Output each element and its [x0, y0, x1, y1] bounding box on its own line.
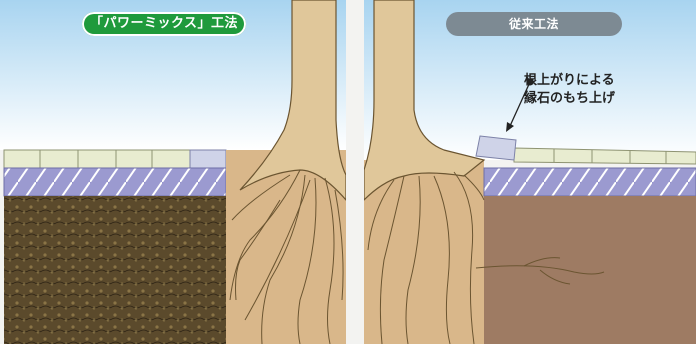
tree-trunk [239, 0, 346, 201]
base-course [483, 167, 696, 197]
roots [229, 169, 344, 344]
conventional-method-panel: 従来工法 根上がりによる 縁石のもち上げ [364, 0, 696, 344]
lifted-curb-stone [475, 135, 517, 161]
conventional-method-label: 従来工法 [446, 12, 622, 36]
root-uplift-callout: 根上がりによる 縁石のもち上げ [524, 72, 664, 108]
base-course [3, 167, 227, 197]
powermix-method-panel: 「パワーミックス」工法 [0, 0, 346, 344]
callout-arrow [506, 78, 534, 132]
callout-line-1: 根上がりによる [524, 73, 615, 88]
powermix-method-label: 「パワーミックス」工法 [82, 12, 246, 36]
panel-divider [346, 0, 364, 344]
plain-soil [484, 196, 696, 344]
callout-line-2: 縁石のもち上げ [524, 91, 616, 106]
root-zone [364, 160, 484, 344]
tree-trunk [364, 0, 486, 201]
conventional-illustration [364, 0, 696, 344]
powermix-illustration [0, 0, 346, 344]
curb-stone [189, 149, 227, 171]
roots [367, 171, 605, 344]
paving-stones [3, 149, 191, 169]
powermix-soil [4, 196, 226, 344]
